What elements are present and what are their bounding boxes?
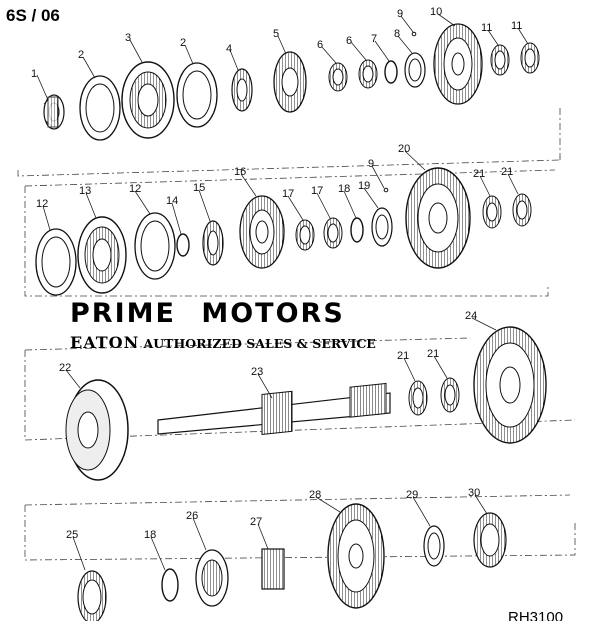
callout-18a: 18 (338, 183, 350, 195)
needle-bearing-21b (512, 193, 532, 227)
callout-9b: 9 (368, 158, 374, 170)
pin-9a (411, 31, 417, 37)
callout-29: 29 (406, 489, 418, 501)
bearing-cone-30 (473, 512, 507, 568)
callout-14: 14 (166, 195, 178, 207)
callout-21a: 21 (473, 168, 485, 180)
callout-10: 10 (430, 6, 442, 18)
synchro-hub-3 (121, 61, 175, 139)
callout-19: 19 (358, 180, 370, 192)
callout-16: 16 (234, 166, 246, 178)
washer-29 (423, 525, 445, 567)
model-code: 6S / 06 (6, 6, 60, 25)
bearing-cone-1 (43, 94, 65, 130)
race-12a (35, 228, 77, 296)
callout-28: 28 (309, 489, 321, 501)
spur-gear-10 (433, 23, 483, 105)
needle-bearing-11b (520, 42, 540, 74)
needle-bearing-6a (328, 62, 348, 92)
callout-3: 3 (125, 32, 131, 44)
callout-12b: 12 (129, 183, 141, 195)
callout-6b: 6 (346, 35, 352, 47)
spur-gear-16 (239, 195, 285, 269)
callout-6a: 6 (317, 39, 323, 51)
row2-parts (35, 167, 532, 296)
callout-13: 13 (79, 185, 91, 197)
callout-12a: 12 (36, 198, 48, 210)
callout-24: 24 (465, 310, 477, 322)
flange-hub-22 (65, 379, 129, 481)
pin-9b (383, 187, 389, 193)
callout-27: 27 (250, 516, 262, 528)
callout-2b: 2 (180, 37, 186, 49)
mainshaft-23 (157, 382, 391, 436)
washer-19 (371, 207, 393, 247)
spur-gear-20 (405, 167, 471, 269)
callout-9a: 9 (397, 8, 403, 20)
race-2b (176, 62, 218, 128)
needle-bearing-17b (323, 217, 343, 249)
callout-17b: 17 (311, 185, 323, 197)
row4-parts (77, 503, 507, 621)
bearing-27 (261, 548, 285, 590)
row-guides (17, 108, 576, 561)
race-12b (134, 212, 176, 280)
snap-ring-18b (161, 568, 179, 602)
needle-bearing-21a (482, 195, 502, 229)
bearing-25 (77, 570, 107, 621)
synchro-ring-26 (195, 549, 229, 607)
callout-21c: 21 (397, 350, 409, 362)
callout-21d: 21 (427, 348, 439, 360)
callout-20: 20 (398, 143, 410, 155)
callout-5: 5 (273, 28, 279, 40)
callout-15: 15 (193, 182, 205, 194)
callout-11a: 11 (481, 22, 492, 34)
figure-code: RH3100 (508, 609, 564, 621)
brand-tagline-lead: EATON (70, 333, 140, 352)
spur-gear-28 (327, 503, 385, 609)
callout-30: 30 (468, 487, 480, 499)
callout-7: 7 (371, 33, 377, 45)
callout-8: 8 (394, 28, 400, 40)
needle-bearing-21c (408, 380, 428, 416)
needle-bearing-17a (295, 219, 315, 251)
helical-gear-5 (273, 51, 307, 113)
spur-gear-24 (473, 326, 547, 444)
callout-21b: 21 (501, 166, 513, 178)
synchro-hub-13 (77, 216, 127, 294)
callout-labels: 1 2 3 2 4 5 6 6 7 8 9 10 11 11 12 13 12 … (31, 6, 522, 541)
snap-ring-18a (350, 217, 364, 243)
leader-lines (36, 13, 529, 571)
needle-bearing-6b (358, 59, 378, 89)
callout-2a: 2 (78, 49, 84, 61)
clutch-gear-15 (202, 220, 224, 266)
needle-bearing-11a (490, 44, 510, 76)
callout-11b: 11 (511, 20, 522, 32)
brand-title: PRIME MOTORS (70, 298, 345, 329)
clutch-gear-4 (231, 68, 253, 112)
row1-parts (43, 23, 540, 141)
callout-18b: 18 (144, 529, 156, 541)
brand-tagline: EATON AUTHORIZED SALES & SERVICE (70, 333, 376, 352)
race-2a (79, 75, 121, 141)
callout-4: 4 (226, 43, 232, 55)
callout-26: 26 (186, 510, 198, 522)
row3-parts (65, 326, 547, 481)
snap-ring-14 (176, 233, 190, 257)
callout-23: 23 (251, 366, 263, 378)
washer-8 (404, 52, 426, 88)
needle-bearing-21d (440, 377, 460, 413)
callout-25: 25 (66, 529, 78, 541)
snap-ring-7 (384, 60, 398, 84)
callout-22: 22 (59, 362, 71, 374)
callout-1: 1 (31, 68, 37, 80)
callout-17a: 17 (282, 188, 294, 200)
brand-tagline-rest: AUTHORIZED SALES & SERVICE (139, 336, 376, 351)
